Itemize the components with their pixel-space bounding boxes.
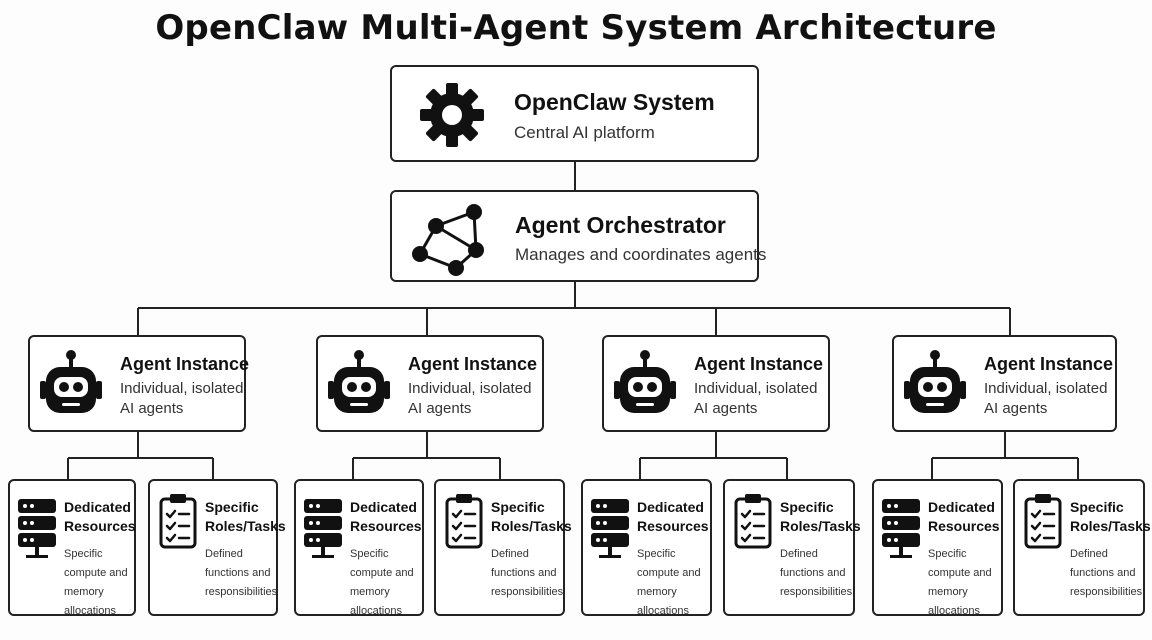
orchestrator-title: Agent Orchestrator xyxy=(515,212,726,238)
robot-icon xyxy=(40,349,102,420)
robot-icon xyxy=(614,349,676,420)
diagram-title: OpenClaw Multi-Agent System Architecture xyxy=(155,8,997,48)
agent-instance-title: Agent Instance xyxy=(694,354,824,374)
specific-roles-desc: Defined functions and responsibilities xyxy=(205,548,278,598)
specific-roles-title: Specific Roles/Tasks xyxy=(491,499,572,534)
dedicated-resources-title: Dedicated Resources xyxy=(64,499,136,534)
system-box: OpenClaw System Central AI platform xyxy=(390,65,759,162)
orchestrator-subtitle: Manages and coordinates agents xyxy=(515,245,767,264)
dedicated-resources-title: Dedicated Resources xyxy=(928,499,1000,534)
server-icon xyxy=(18,499,56,566)
specific-roles-desc: Defined functions and responsibilities xyxy=(780,548,853,598)
agent-instance-desc: Individual, isolated AI agents xyxy=(120,380,244,417)
clipboard-checklist-icon xyxy=(1024,493,1062,554)
system-subtitle: Central AI platform xyxy=(514,123,655,142)
server-icon xyxy=(882,499,920,566)
clipboard-checklist-icon xyxy=(159,493,197,554)
agent-instance-title: Agent Instance xyxy=(120,354,250,374)
clipboard-checklist-icon xyxy=(734,493,772,554)
specific-roles-title: Specific Roles/Tasks xyxy=(1070,499,1151,534)
agent-instance-desc: Individual, isolated AI agents xyxy=(694,380,818,417)
system-title: OpenClaw System xyxy=(514,89,715,115)
specific-roles-desc: Defined functions and responsibilities xyxy=(491,548,564,598)
specific-roles-title: Specific Roles/Tasks xyxy=(780,499,861,534)
agent-instance-desc: Individual, isolated AI agents xyxy=(408,380,532,417)
specific-roles-desc: Defined functions and responsibilities xyxy=(1070,548,1143,598)
dedicated-resources-desc: Specific compute and memory allocations xyxy=(637,548,701,617)
dedicated-resources-desc: Specific compute and memory allocations xyxy=(928,548,992,617)
agent-instance-title: Agent Instance xyxy=(984,354,1114,374)
dedicated-resources-title: Dedicated Resources xyxy=(637,499,709,534)
orchestrator-box: Agent Orchestrator Manages and coordinat… xyxy=(390,190,766,282)
agent-instance-title: Agent Instance xyxy=(408,354,538,374)
network-graph-icon xyxy=(412,204,484,276)
server-icon xyxy=(591,499,629,566)
dedicated-resources-title: Dedicated Resources xyxy=(350,499,422,534)
gear-icon xyxy=(420,83,484,147)
agent-instance-desc: Individual, isolated AI agents xyxy=(984,380,1108,417)
clipboard-checklist-icon xyxy=(445,493,483,554)
robot-icon xyxy=(904,349,966,420)
robot-icon xyxy=(328,349,390,420)
specific-roles-title: Specific Roles/Tasks xyxy=(205,499,286,534)
dedicated-resources-desc: Specific compute and memory allocations xyxy=(350,548,414,617)
server-icon xyxy=(304,499,342,566)
dedicated-resources-desc: Specific compute and memory allocations xyxy=(64,548,128,617)
